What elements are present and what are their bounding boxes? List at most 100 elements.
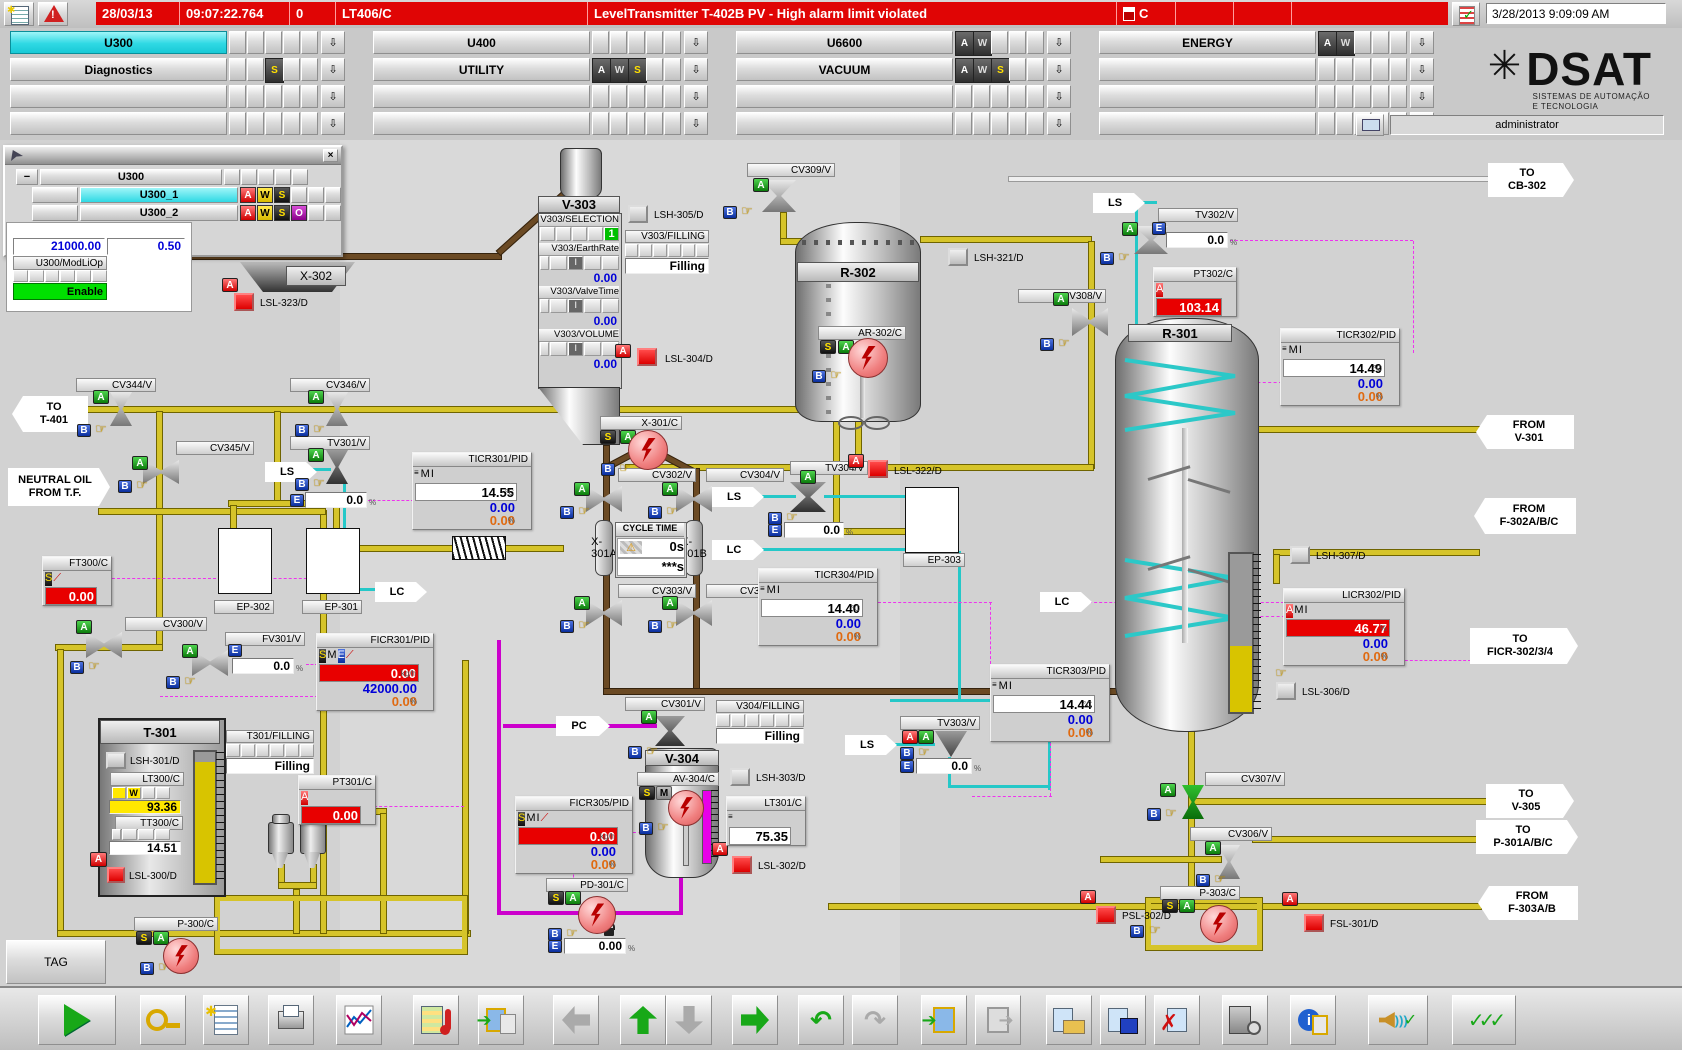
session-icon[interactable] <box>1356 114 1384 136</box>
popup-titlebar[interactable]: × <box>5 147 341 165</box>
toolbar-report-new-button[interactable]: ✱ <box>203 995 249 1045</box>
faceplate-btn-Ar[interactable]: A <box>1156 283 1164 297</box>
badge-B[interactable]: B <box>900 747 914 760</box>
badge-Ag[interactable]: A <box>662 482 678 496</box>
nav-dropdown-arrow[interactable]: ⇩ <box>1047 112 1071 135</box>
flag-ls[interactable]: LS <box>265 462 317 482</box>
value-box[interactable]: 0.00 <box>564 938 626 954</box>
alarm-fsl-301/d[interactable] <box>1304 914 1324 932</box>
faceplate-btn-S[interactable]: S <box>45 572 53 586</box>
motor[interactable] <box>1200 905 1238 943</box>
motor[interactable] <box>578 896 616 934</box>
nav-dropdown-arrow[interactable]: ⇩ <box>321 31 345 54</box>
nav-button-empty-1-3[interactable] <box>373 112 590 135</box>
mod-value-2[interactable]: 0.50 <box>107 238 185 255</box>
faceplate-value[interactable]: 0.00% <box>1357 389 1383 404</box>
faceplate-btn-wr[interactable]: ⟋ <box>540 812 549 824</box>
faceplate-btn-M[interactable]: M <box>327 649 337 661</box>
faceplate-btn-M[interactable]: M <box>1288 344 1298 356</box>
nav-dropdown-arrow[interactable]: ⇩ <box>1047 58 1071 81</box>
v303-field-value[interactable]: 0.00 <box>593 357 617 371</box>
valve[interactable] <box>110 392 132 426</box>
toolbar-files-open-button[interactable] <box>1046 995 1092 1045</box>
badge-Ar[interactable]: A <box>222 278 238 292</box>
valve[interactable] <box>935 731 967 757</box>
toolbar-recipe-table-button[interactable] <box>413 995 459 1045</box>
popup-unit-u300_1[interactable]: U300_1 <box>80 187 238 203</box>
badge-Ag[interactable]: A <box>574 482 590 496</box>
badge-Ar[interactable]: A <box>712 842 728 856</box>
badge-Ag[interactable]: A <box>76 620 92 634</box>
toolbar-nav-left-button[interactable] <box>553 995 599 1045</box>
flag-to-p-301a-b-c[interactable]: TO P-301A/B/C <box>1476 820 1578 854</box>
badge-Ag[interactable]: A <box>93 390 109 404</box>
nav-dropdown-arrow[interactable]: ⇩ <box>321 58 345 81</box>
faceplate-value[interactable]: 0.00% <box>391 694 417 709</box>
badge-E[interactable]: E <box>228 644 242 657</box>
flag-to-v-305[interactable]: TO V-305 <box>1486 784 1574 818</box>
alarm-lsl-304/d[interactable] <box>637 348 657 366</box>
badge-Ag[interactable]: A <box>182 644 198 658</box>
flag-to-t-401[interactable]: TO T-401 <box>12 396 88 432</box>
tag-button[interactable]: TAG <box>6 940 106 984</box>
badge-Ag[interactable]: A <box>1205 841 1221 855</box>
faceplate-btn-I[interactable]: I <box>1298 344 1302 356</box>
faceplate-btn-st[interactable]: ≡ <box>992 680 997 689</box>
badge-B[interactable]: B <box>812 370 826 383</box>
faceplate-value[interactable]: 46.77% <box>1286 619 1390 637</box>
badge-S[interactable]: S <box>548 891 564 905</box>
badge-Ar[interactable]: A <box>1282 892 1298 906</box>
faceplate-btn-wr[interactable]: ⟋ <box>53 572 62 584</box>
flag-to-cb-302[interactable]: TO CB-302 <box>1488 163 1574 197</box>
valve[interactable] <box>1182 785 1204 819</box>
toolbar-files-save-button[interactable] <box>1100 995 1146 1045</box>
badge-Ar[interactable]: A <box>848 454 864 468</box>
nav-button-energy[interactable]: ENERGY <box>1099 31 1316 54</box>
nav-dropdown-arrow[interactable]: ⇩ <box>684 58 708 81</box>
faceplate-btn-S[interactable]: S <box>319 649 327 663</box>
faceplate-value[interactable]: 0.00% <box>835 629 861 644</box>
mod-value-1[interactable]: 21000.00 <box>13 238 105 255</box>
faceplate-buttons[interactable]: S⟋ <box>43 571 111 586</box>
badge-Ag[interactable]: A <box>1160 783 1176 797</box>
faceplate-btn-M[interactable]: M <box>1294 604 1304 616</box>
badge-B[interactable]: B <box>166 676 180 689</box>
faceplate-btn-I[interactable]: I <box>776 584 780 596</box>
faceplate-btn-Ar[interactable]: A <box>301 791 309 805</box>
motor[interactable] <box>848 338 888 378</box>
nav-button-utility[interactable]: UTILITY <box>373 58 590 81</box>
t301-lsh-indicator[interactable] <box>106 752 126 769</box>
badge-B[interactable]: B <box>648 620 662 633</box>
valve[interactable] <box>1218 845 1240 879</box>
nav-button-empty-1-2[interactable] <box>373 85 590 108</box>
filling-cells[interactable] <box>226 744 314 757</box>
flag-lc[interactable]: LC <box>712 540 764 560</box>
nav-button-u300[interactable]: U300 <box>10 31 227 54</box>
value-box[interactable]: 0.0 <box>232 658 294 674</box>
motor[interactable] <box>668 790 704 826</box>
indicator-lsh-305/d[interactable] <box>628 205 648 223</box>
journal-icon[interactable]: ✱ <box>4 2 34 26</box>
flag-ls[interactable]: LS <box>845 735 897 755</box>
value-box[interactable]: 0.0 <box>1166 232 1228 248</box>
faceplate-value[interactable]: 14.49°C <box>1283 359 1385 377</box>
badge-B[interactable]: B <box>648 506 662 519</box>
faceplate-value[interactable]: 14.55°C <box>415 483 517 501</box>
value-box[interactable]: 0.0 <box>784 522 844 538</box>
toolbar-ack-all-button[interactable]: ✓✓✓ <box>1452 995 1516 1045</box>
value-box[interactable]: 0.0 <box>305 492 367 508</box>
badge-Ag[interactable]: A <box>153 931 169 945</box>
faceplate-btn-st[interactable]: ≡ <box>760 584 765 593</box>
nav-dropdown-arrow[interactable]: ⇩ <box>321 85 345 108</box>
nav-button-empty-3-1[interactable] <box>1099 58 1316 81</box>
badge-Ag[interactable]: A <box>753 178 769 192</box>
badge-E[interactable]: E <box>1152 222 1166 235</box>
